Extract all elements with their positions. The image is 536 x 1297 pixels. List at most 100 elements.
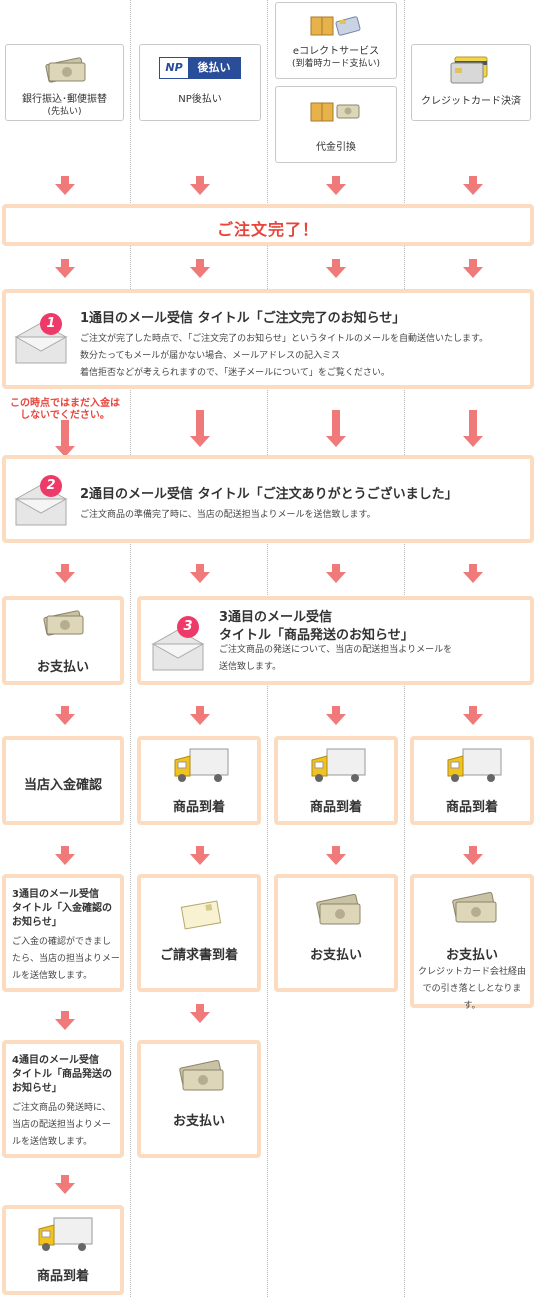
flow-arrow — [55, 1011, 75, 1031]
step-arrival-label: 商品到着 — [309, 800, 362, 815]
mail-1-line: 数分たってもメールが届かない場合、メールアドレスの記入ミス — [80, 351, 341, 361]
flow-arrow — [463, 410, 483, 447]
package-card-icon — [310, 16, 361, 36]
step-arrival-box: 商品到着 — [137, 736, 261, 825]
credit-card-icon — [450, 56, 488, 84]
flow-arrow — [190, 410, 210, 447]
flow-arrow — [326, 410, 346, 447]
payment-method-bank: 銀行振込･郵便振替 (先払い) — [5, 44, 124, 121]
step-payment-box: お支払い — [2, 596, 124, 685]
flow-arrow — [463, 846, 483, 866]
bank-mail-3-desc: ルを送信致します。 — [12, 971, 93, 981]
flow-arrow — [55, 846, 75, 866]
mail-3-box: 3 3通目のメール受信 タイトル「商品発送のお知らせ」 ご注文商品の発送について… — [137, 596, 534, 685]
bank-mail-4-desc: ご注文商品の発送時に、 — [12, 1103, 111, 1113]
step-payment-label: お支払い — [36, 660, 89, 675]
delivery-truck-icon — [174, 748, 229, 782]
mail-1-box: 1 1通目のメール受信 タイトル「ご注文完了のお知らせ」 ご注文が完了した時点で… — [2, 289, 534, 389]
payment-method-label: クレジットカード決済 — [421, 96, 521, 107]
delivery-truck-icon — [38, 1217, 93, 1251]
flow-arrow — [463, 706, 483, 726]
cash-icon — [43, 610, 84, 636]
flow-arrow — [190, 564, 210, 584]
envelope-icon — [151, 629, 205, 671]
step-arrival-box: 商品到着 — [274, 736, 398, 825]
no-payment-note-line: しないでください。 — [20, 410, 110, 421]
bank-mail-3-heading: タイトル「入金確認の — [12, 903, 112, 914]
mail-number-badge: 1 — [40, 313, 62, 335]
mail-number-badge: 3 — [177, 616, 199, 638]
payment-method-label: 代金引換 — [316, 142, 356, 153]
step-payment-box: お支払い — [137, 1040, 261, 1158]
bank-mail-4-heading: 4通目のメール受信 — [12, 1055, 99, 1066]
np-logo-icon: NP 後払い — [159, 57, 241, 79]
payment-method-label: NP後払い — [178, 94, 222, 105]
cash-icon — [316, 894, 361, 925]
no-payment-note-line: この時点ではまだ入金は — [10, 398, 120, 409]
step-payment-label: お支払い — [309, 948, 362, 963]
flow-arrow — [463, 564, 483, 584]
bank-mail-3-heading: 3通目のメール受信 — [12, 889, 99, 900]
step-confirm-payment-box: 当店入金確認 — [2, 736, 124, 825]
step-payment-box: お支払い — [274, 874, 398, 992]
mail-number-badge: 2 — [40, 475, 62, 497]
credit-note: での引き落としとなります。 — [422, 984, 522, 1011]
payment-method-note: (到着時カード支払い) — [291, 59, 381, 69]
bank-mail-4-heading: お知らせ」 — [12, 1083, 62, 1094]
step-payment-credit-box: お支払い クレジットカード会社経由 での引き落としとなります。 — [410, 874, 534, 1011]
mail-1-line: ご注文が完了した時点で、「ご注文完了のお知らせ」というタイトルのメールを自動送信… — [80, 334, 489, 344]
step-payment-label: お支払い — [445, 948, 498, 963]
payment-method-credit: クレジットカード決済 — [411, 44, 531, 121]
step-confirm-payment-label: 当店入金確認 — [23, 778, 102, 793]
invoice-letter-icon — [180, 900, 222, 930]
bank-mail-4-desc: 当店の配送担当よりメー — [12, 1120, 111, 1130]
mail-3-desc: ご注文商品の発送について、当店の配送担当よりメールを — [219, 645, 453, 655]
mail-3-title: タイトル「商品発送のお知らせ」 — [219, 628, 414, 643]
flow-arrow — [190, 706, 210, 726]
flow-arrow — [55, 564, 75, 584]
step-invoice-label: ご請求書到着 — [159, 948, 238, 963]
payment-method-np: NP 後払い NP後払い — [139, 44, 261, 121]
step-arrival-box: 商品到着 — [410, 736, 534, 825]
mail-2-box: 2 2通目のメール受信 タイトル「ご注文ありがとうございました」 ご注文商品の準… — [2, 455, 534, 543]
flow-arrow — [55, 1175, 75, 1195]
bank-mail-4-heading: タイトル「商品発送の — [12, 1069, 112, 1080]
step-arrival-box: 商品到着 — [2, 1205, 124, 1295]
package-cash-icon — [310, 102, 360, 122]
flow-arrow — [190, 259, 210, 279]
flow-arrow — [326, 564, 346, 584]
bank-mail-4-box: 4通目のメール受信 タイトル「商品発送の お知らせ」 ご注文商品の発送時に、 当… — [2, 1040, 124, 1158]
mail-1-line: 着信拒否などが考えられますので、「迷子メールについて」をご覧ください。 — [80, 368, 390, 378]
flow-arrow — [463, 176, 483, 196]
order-complete-banner: ご注文完了！ — [2, 204, 534, 246]
flow-arrow — [326, 176, 346, 196]
step-payment-label: お支払い — [172, 1114, 225, 1129]
bank-mail-3-heading: お知らせ」 — [12, 917, 62, 928]
flow-arrow — [326, 846, 346, 866]
payment-method-label: 銀行振込･郵便振替 — [22, 94, 107, 105]
column-divider — [130, 0, 131, 1297]
bank-mail-3-desc: たら、当店の担当よりメー — [12, 954, 120, 964]
flow-arrow — [55, 420, 75, 457]
bank-mail-3-desc: ご入金の確認ができまし — [12, 937, 112, 947]
bank-mail-4-desc: ルを送信致します。 — [12, 1137, 93, 1147]
step-arrival-label: 商品到着 — [445, 800, 498, 815]
flow-arrow — [463, 259, 483, 279]
payment-method-cod: 代金引換 — [275, 86, 397, 163]
cash-icon — [44, 57, 85, 83]
payment-method-label: eコレクトサービス — [292, 46, 380, 57]
flow-arrow — [55, 706, 75, 726]
no-payment-note: この時点ではまだ入金は しないでください。 — [0, 398, 130, 422]
flow-arrow — [190, 846, 210, 866]
flow-arrow — [55, 259, 75, 279]
cash-icon — [452, 892, 497, 923]
np-logo-prefix: NP — [160, 58, 188, 78]
mail-2-desc: ご注文商品の準備完了時に、当店の配送担当よりメールを送信致します。 — [80, 510, 376, 520]
flow-arrow — [190, 1004, 210, 1024]
delivery-truck-icon — [447, 748, 502, 782]
bank-mail-3-box: 3通目のメール受信 タイトル「入金確認の お知らせ」 ご入金の確認ができまし た… — [2, 874, 124, 992]
step-arrival-label: 商品到着 — [36, 1269, 89, 1284]
np-logo-text: 後払い — [188, 58, 240, 78]
mail-3-title: 3通目のメール受信 — [219, 610, 333, 625]
step-invoice-box: ご請求書到着 — [137, 874, 261, 992]
